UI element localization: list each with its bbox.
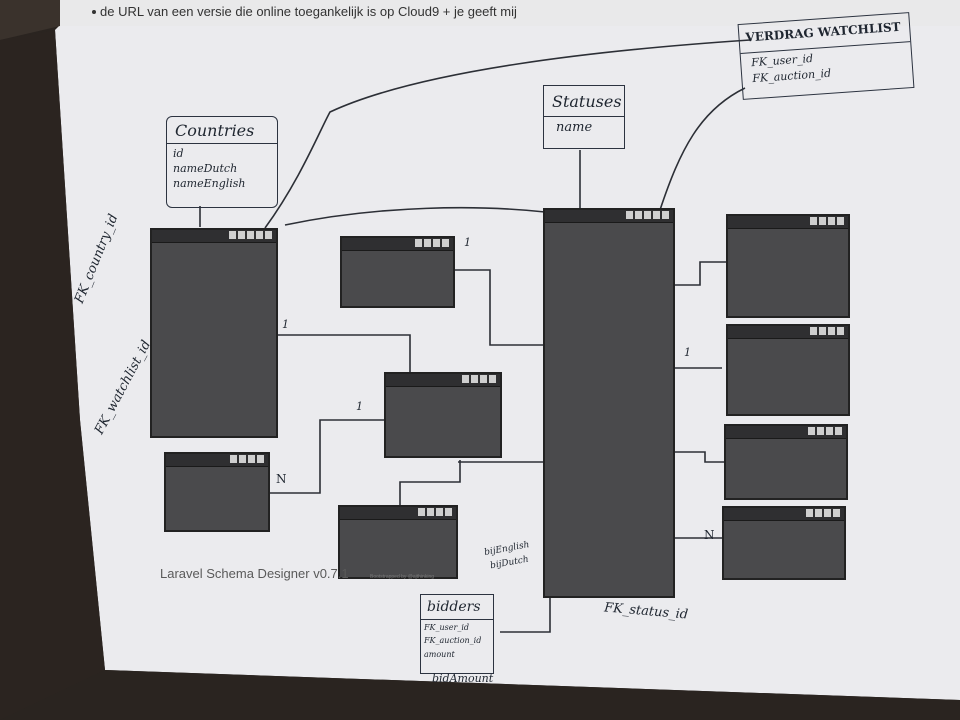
panel-right-4 [722, 506, 846, 580]
panel-roles [340, 236, 455, 308]
panel-auctions [543, 208, 675, 598]
mark-one: 1 [282, 318, 289, 331]
bidders-field-user: FK_user_id [424, 623, 470, 632]
panel-right-2 [726, 324, 850, 416]
mark-many: N [276, 472, 287, 486]
countries-field-dutch: nameDutch [173, 162, 238, 175]
countries-field-id: id [173, 147, 184, 160]
statuses-title: Statuses [552, 92, 622, 111]
panel-right-3 [724, 424, 848, 500]
bidders-field-bidamount: bidAmount [432, 672, 494, 685]
mark-one-c: 1 [464, 236, 471, 249]
panel-categories [338, 505, 458, 579]
header-text: de URL van een versie die online toegank… [100, 4, 517, 19]
designer-credit: Bootstrapped by @ajthinking [370, 574, 435, 580]
watchlist-field-auction: FK_auction_id [751, 66, 832, 86]
bullet-icon [92, 10, 96, 14]
bidders-field-auction: FK_auction_id [424, 636, 482, 645]
statuses-field-name: name [556, 120, 593, 135]
printed-header: de URL van een versie die online toegank… [60, 0, 960, 26]
watchlist-field-user: FK_user_id [750, 51, 814, 70]
countries-title: Countries [175, 121, 255, 140]
bidders-field-amount: amount [424, 650, 455, 659]
countries-field-english: nameEnglish [173, 177, 246, 190]
panel-right-1 [726, 214, 850, 318]
panel-users [150, 228, 278, 438]
mark-one-b: 1 [356, 400, 363, 413]
mark-one-d: 1 [684, 346, 691, 359]
panel-faqs [164, 452, 270, 532]
watchlist-title: VERDRAG WATCHLIST [745, 19, 902, 45]
hand-box-bidders: bidders FK_user_id FK_auction_id amount [420, 594, 494, 674]
hand-box-countries: Countries id nameDutch nameEnglish [166, 116, 278, 208]
hand-box-statuses: Statuses name [543, 85, 625, 149]
bidders-title: bidders [427, 599, 481, 615]
designer-title: Laravel Schema Designer v0.7.1 [160, 566, 349, 581]
hand-box-watchlist: VERDRAG WATCHLIST FK_user_id FK_auction_… [737, 12, 915, 100]
panel-auction-category [384, 372, 502, 458]
mark-many-b: N [704, 528, 715, 542]
